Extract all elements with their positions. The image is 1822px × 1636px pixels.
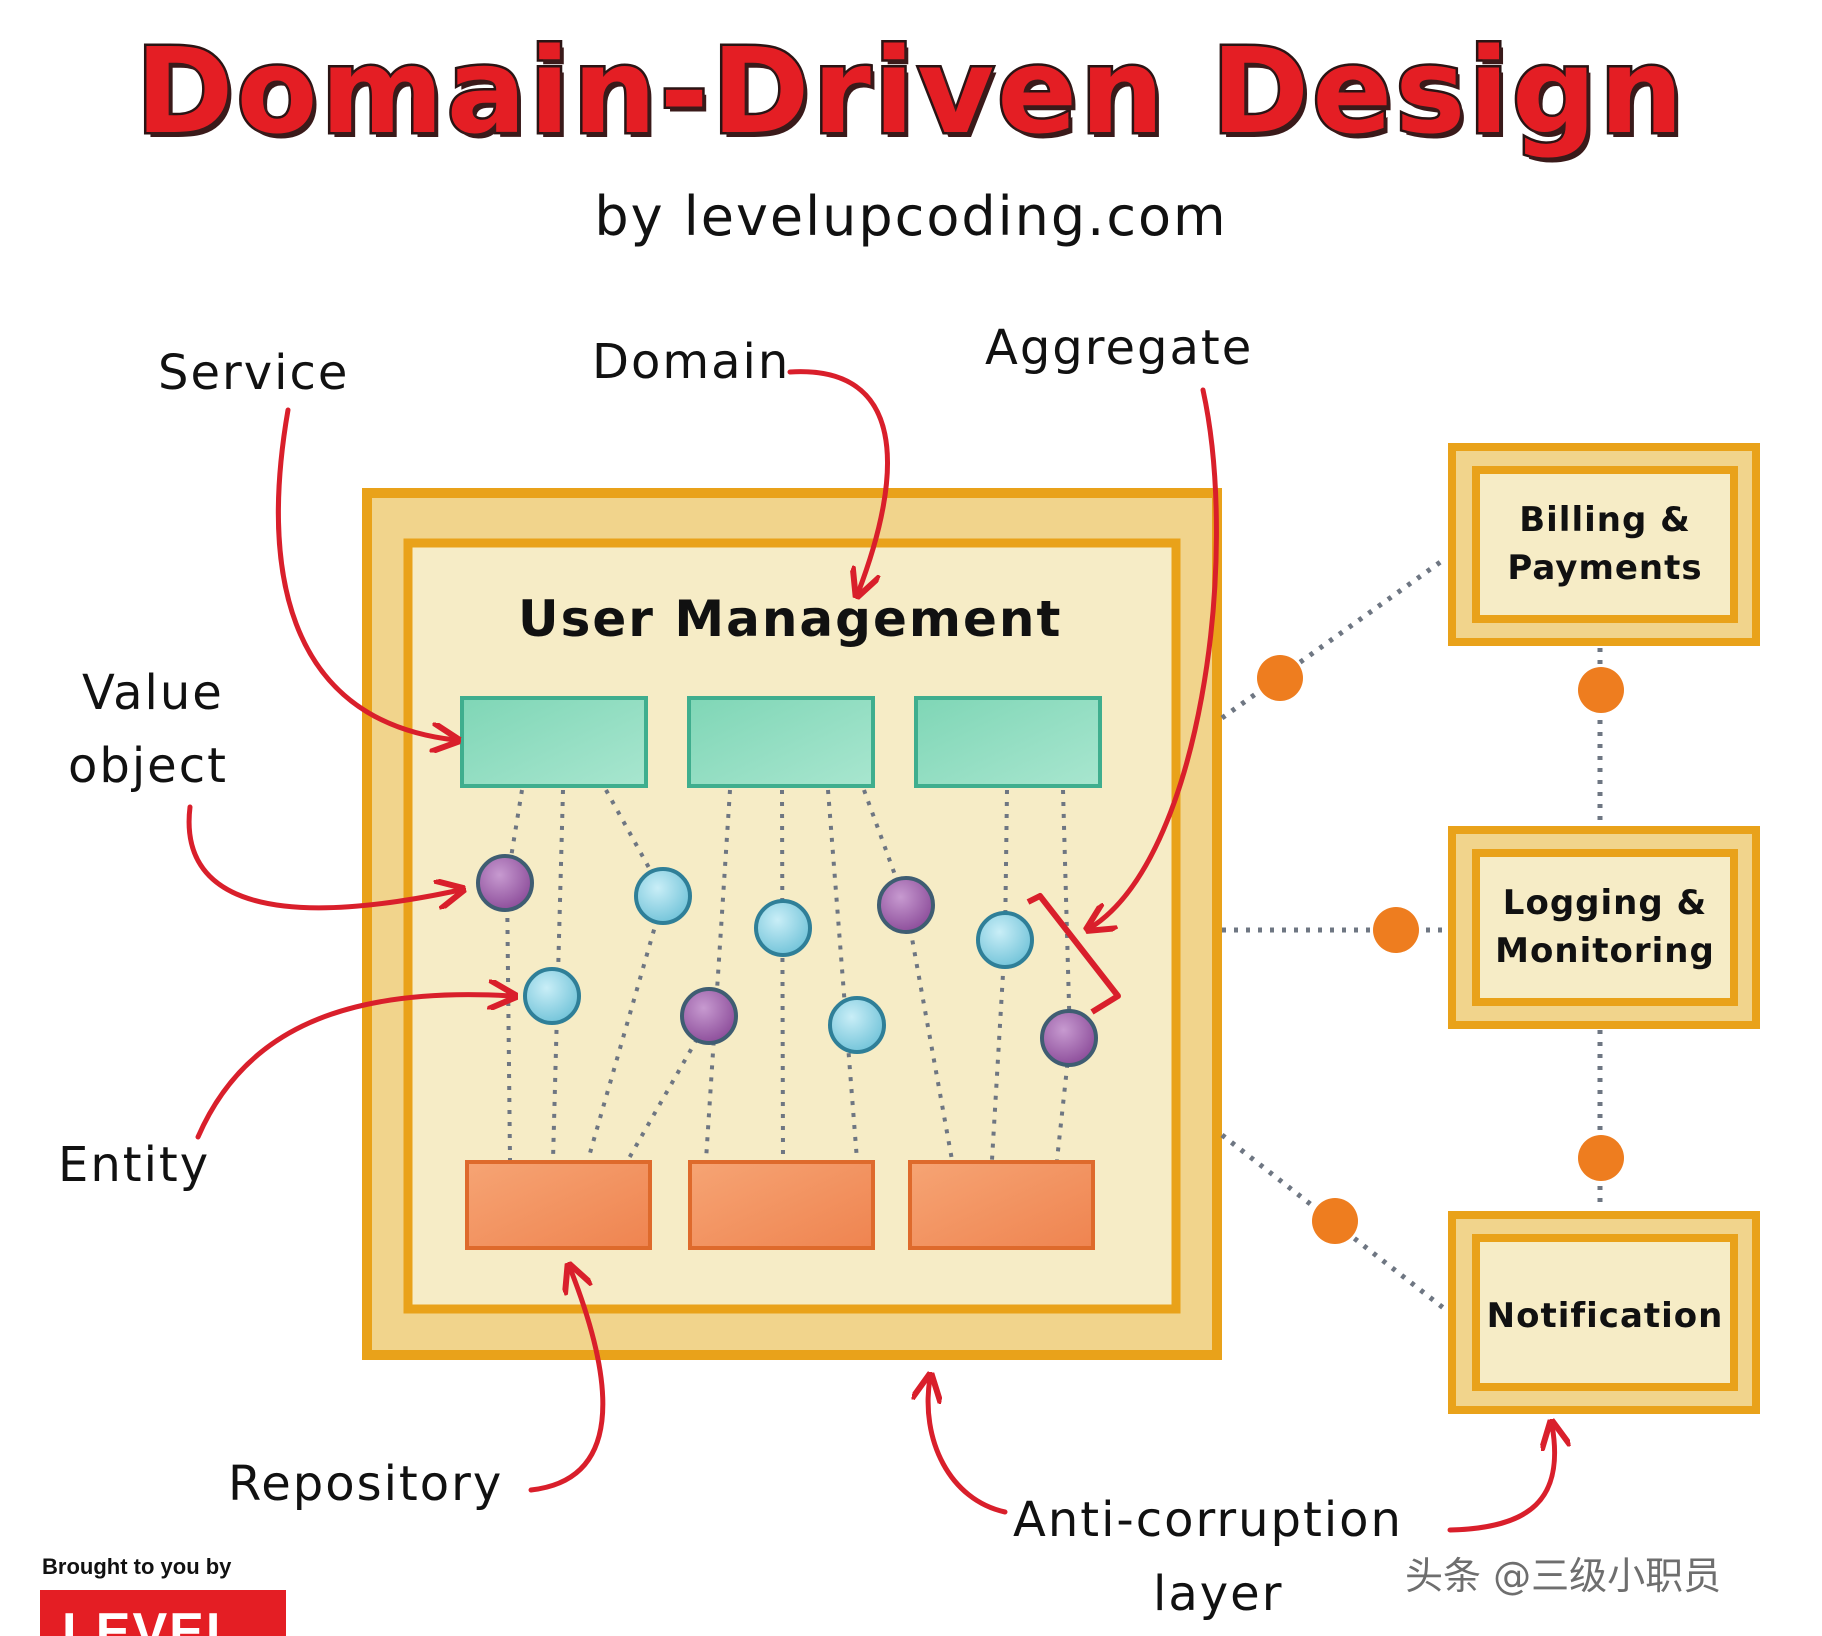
value-object <box>1040 1009 1098 1067</box>
value-object <box>476 854 534 912</box>
label-service: Service <box>158 345 350 401</box>
entity-arrow <box>195 995 512 1140</box>
entity <box>754 899 812 957</box>
value-object <box>680 987 738 1045</box>
label-aggregate: Aggregate <box>985 320 1254 376</box>
anti-corruption-arrow-right <box>1447 1425 1555 1533</box>
external-context-line: Billing & <box>1519 500 1691 540</box>
anti-corruption-connectors <box>1257 655 1624 1244</box>
entity <box>976 911 1034 969</box>
aggregate-bracket <box>1026 893 1121 1015</box>
connector-dot <box>1578 1135 1624 1181</box>
domain-objects <box>476 854 1098 1067</box>
external-connections <box>1220 555 1603 1312</box>
entity <box>523 967 581 1025</box>
aggregate-arrow <box>1090 387 1219 928</box>
repository-box <box>465 1160 652 1250</box>
service-boxes <box>460 696 1102 788</box>
annotation-arrows <box>186 369 1555 1533</box>
watermark: 头条 @三级小职员 <box>1405 1554 1722 1598</box>
connector-dot <box>1578 667 1624 713</box>
external-context-frames <box>1448 443 1760 1414</box>
external-context-line: Monitoring <box>1495 931 1715 971</box>
repository-boxes <box>465 1160 1095 1250</box>
repository-arrow <box>528 1268 606 1493</box>
repository-box <box>908 1160 1095 1250</box>
service-box <box>914 696 1102 788</box>
brand-logo-text: LEVEL UP <box>62 1603 239 1636</box>
label-anti-corruption-line1: Anti-corruption <box>1013 1492 1403 1548</box>
value-object-arrow <box>186 804 460 911</box>
label-domain: Domain <box>592 334 791 390</box>
connector-dot <box>1257 655 1303 701</box>
external-context-notification: Notification <box>1476 1292 1734 1340</box>
entity <box>634 867 692 925</box>
external-context-line: Payments <box>1507 548 1703 588</box>
page-title: Domain-Driven Design <box>133 20 1687 163</box>
brand-logo: LEVEL UP <box>40 1590 286 1636</box>
label-anti-corruption-line2: layer <box>1153 1566 1284 1622</box>
connector-dot <box>1312 1198 1358 1244</box>
label-value-object-line1: Value <box>82 665 224 721</box>
domain-arrow <box>787 369 890 593</box>
bounded-context-title: User Management <box>518 590 1063 648</box>
external-context-line: Notification <box>1486 1296 1724 1336</box>
external-context-billing: Billing & Payments <box>1476 496 1734 592</box>
value-object <box>877 876 935 934</box>
page-subtitle: by levelupcoding.com <box>594 185 1228 248</box>
label-value-object-line2: object <box>68 738 228 794</box>
label-entity: Entity <box>58 1137 211 1193</box>
anti-corruption-arrow-left <box>928 1378 1008 1515</box>
connector-dot <box>1373 907 1419 953</box>
service-box <box>460 696 648 788</box>
service-arrow <box>275 407 455 740</box>
external-context-line: Logging & <box>1502 883 1708 923</box>
footer-credit: Brought to you by <box>42 1554 232 1579</box>
label-repository: Repository <box>228 1456 504 1512</box>
external-context-logging: Logging & Monitoring <box>1476 879 1734 975</box>
service-box <box>687 696 875 788</box>
entity <box>828 996 886 1054</box>
repository-box <box>688 1160 875 1250</box>
